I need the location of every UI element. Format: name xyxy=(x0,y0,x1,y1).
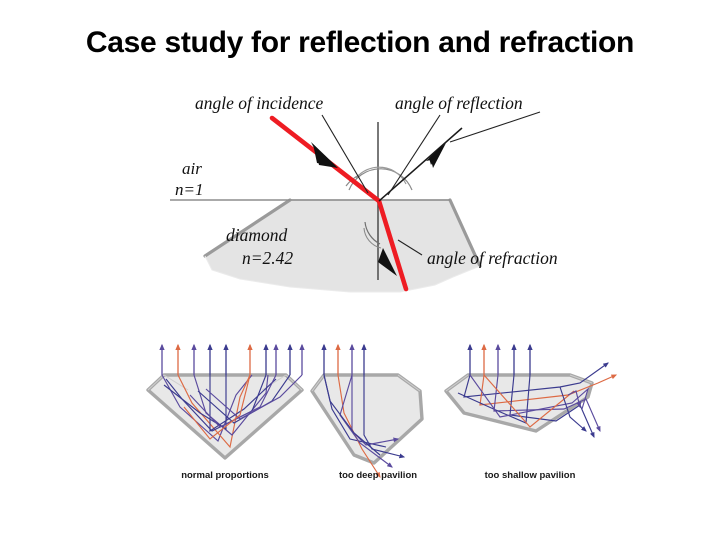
diamond-medium-shape xyxy=(203,198,482,293)
reflection-refraction-figure: angle of incidence angle of reflection a… xyxy=(150,80,610,315)
label-angle-of-refraction: angle of refraction xyxy=(427,248,558,268)
angle-arc-refraction xyxy=(363,221,382,249)
label-diamond: diamond xyxy=(226,225,288,245)
leader-lines xyxy=(321,111,541,256)
refracted-ray xyxy=(376,198,409,292)
pavilion-comparison-figure: normal proportions xyxy=(140,335,630,500)
label-angle-of-incidence: angle of incidence xyxy=(195,93,324,113)
label-air: air xyxy=(182,159,202,178)
label-air-index: n=1 xyxy=(175,180,203,199)
gem-figure-too-shallow-pavilion: too shallow pavilion xyxy=(444,343,618,481)
gem-figure-too-deep-pavilion: too deep pavilion xyxy=(310,343,424,481)
reflected-ray xyxy=(378,127,463,202)
page-title: Case study for reflection and refraction xyxy=(85,26,635,59)
caption-normal-proportions: normal proportions xyxy=(181,470,269,481)
caption-too-shallow-pavilion: too shallow pavilion xyxy=(485,470,576,481)
angle-arcs-upper xyxy=(345,166,413,191)
label-angle-of-reflection: angle of reflection xyxy=(395,93,523,113)
caption-too-deep-pavilion: too deep pavilion xyxy=(339,470,417,481)
label-diamond-index: n=2.42 xyxy=(242,248,293,268)
incident-ray xyxy=(269,115,382,204)
gem-figure-normal-proportions: normal proportions xyxy=(146,343,305,481)
